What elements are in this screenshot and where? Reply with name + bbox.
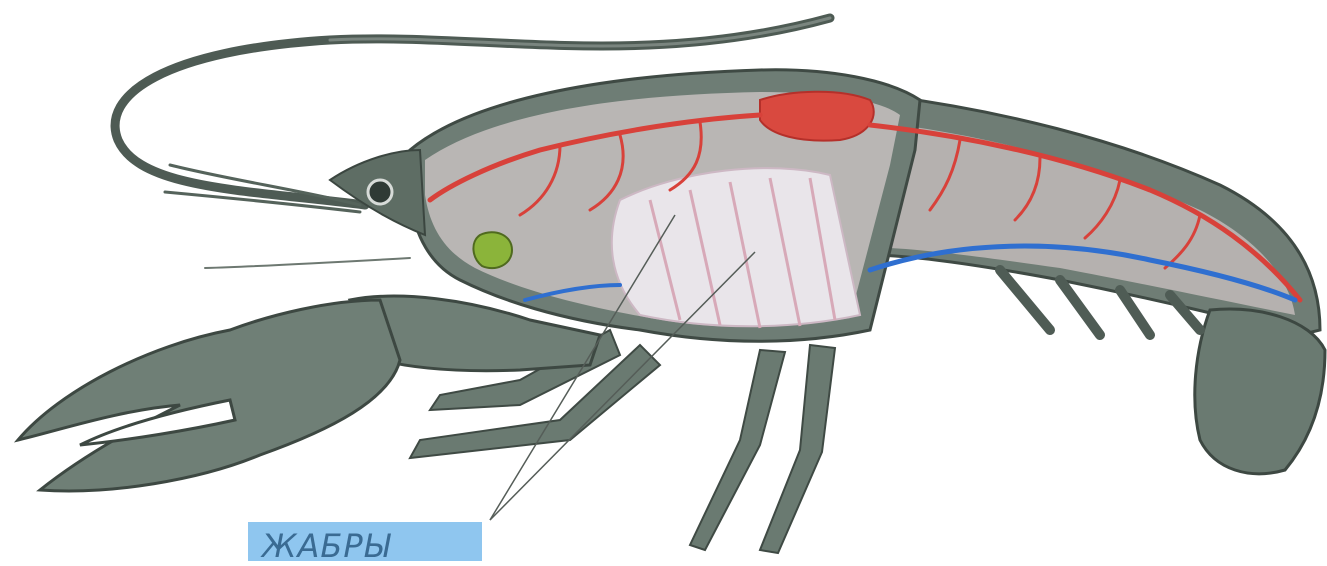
green-gland	[473, 232, 512, 268]
claw-pincer	[18, 300, 400, 491]
heart	[760, 92, 874, 141]
leg-3	[690, 350, 785, 550]
gills-label-box: ЖАБРЫ	[248, 522, 482, 561]
antenna-thin	[205, 258, 410, 268]
tail-fan	[1195, 309, 1325, 474]
gills-label: ЖАБРЫ	[262, 526, 391, 566]
eye	[368, 180, 392, 204]
